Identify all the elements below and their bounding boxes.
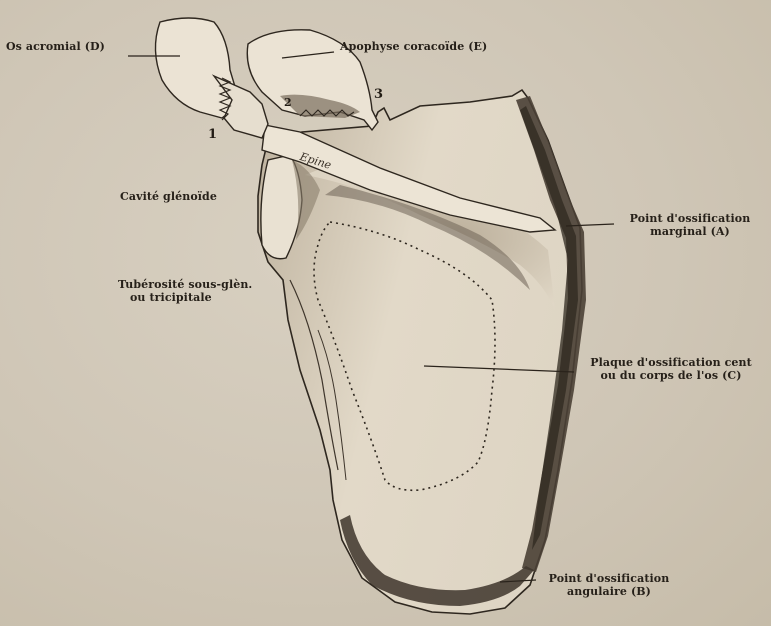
label-angulaire: Point d'ossification angulaire (B) [534, 572, 684, 598]
label-plaque-line2: ou du corps de l'os (C) [574, 369, 768, 382]
label-os-acromial: Os acromial (D) [6, 40, 105, 53]
label-angulaire-line1: Point d'ossification [534, 572, 684, 585]
label-plaque-line1: Plaque d'ossification cent [574, 356, 768, 369]
label-angulaire-line2: angulaire (B) [534, 585, 684, 598]
marker-2: 2 [284, 96, 292, 109]
marker-3: 3 [374, 88, 383, 101]
label-plaque: Plaque d'ossification cent ou du corps d… [574, 356, 768, 382]
label-marginal: Point d'ossification marginal (A) [614, 212, 766, 238]
label-tuberosite-line2: ou tricipitale [118, 291, 294, 304]
marker-1: 1 [208, 128, 217, 141]
label-marginal-line1: Point d'ossification [614, 212, 766, 225]
label-tuberosite: Tubérosité sous-glèn. ou tricipitale [118, 278, 294, 304]
label-cavite-glenoide: Cavité glénoïde [120, 190, 217, 203]
label-tuberosite-line1: Tubérosité sous-glèn. [118, 278, 294, 291]
label-marginal-line2: marginal (A) [614, 225, 766, 238]
label-apophyse-coracoide: Apophyse coracoïde (E) [340, 40, 487, 53]
